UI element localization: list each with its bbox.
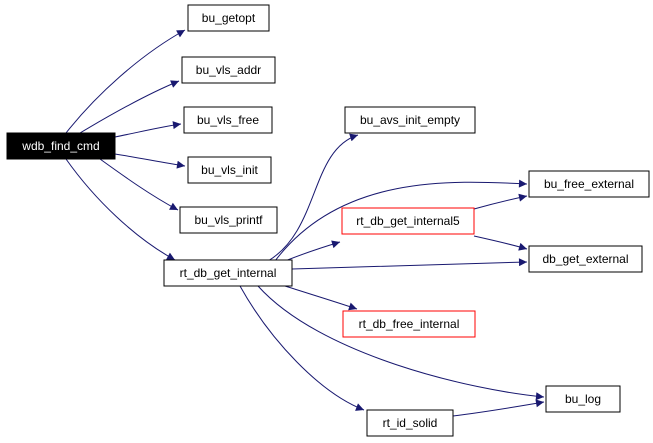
node-label-bu_free_external: bu_free_external (544, 177, 634, 191)
node-bu_free_external[interactable]: bu_free_external (528, 170, 650, 198)
node-label-bu_getopt: bu_getopt (202, 11, 256, 25)
node-label-bu_log: bu_log (565, 392, 601, 406)
node-label-bu_vls_free: bu_vls_free (197, 113, 259, 127)
node-label-bu_vls_printf: bu_vls_printf (194, 213, 263, 227)
node-wdb_find_cmd[interactable]: wdb_find_cmd (6, 132, 116, 160)
edge-rt_db_get_internal5-db_get_external (473, 235, 528, 251)
node-label-rt_id_solid: rt_id_solid (383, 416, 438, 430)
edges-layer (65, 29, 545, 417)
edge-wdb_find_cmd-bu_vls_init (114, 153, 186, 169)
edge-wdb_find_cmd-bu_vls_addr (79, 80, 180, 134)
node-rt_db_free_internal[interactable]: rt_db_free_internal (342, 310, 476, 338)
node-bu_getopt[interactable]: bu_getopt (187, 4, 270, 32)
edge-wdb_find_cmd-bu_getopt (65, 29, 186, 134)
nodes-layer: wdb_find_cmd bu_getopt bu_vls_addr bu_vl… (6, 4, 650, 437)
node-rt_id_solid[interactable]: rt_id_solid (366, 409, 454, 437)
edge-rt_db_get_internal-bu_avs_init_empty (267, 133, 359, 262)
node-bu_log[interactable]: bu_log (545, 385, 621, 413)
node-bu_avs_init_empty[interactable]: bu_avs_init_empty (344, 106, 476, 134)
edge-rt_db_get_internal-rt_db_free_internal (284, 285, 358, 311)
node-label-rt_db_get_internal: rt_db_get_internal (180, 266, 277, 280)
edge-rt_db_get_internal-rt_db_get_internal5 (284, 240, 341, 262)
node-label-rt_db_free_internal: rt_db_free_internal (359, 317, 460, 331)
node-label-bu_vls_init: bu_vls_init (201, 163, 258, 177)
edge-rt_id_solid-bu_log (452, 399, 545, 417)
node-label-bu_vls_addr: bu_vls_addr (196, 63, 261, 77)
edge-rt_db_get_internal-bu_log (257, 285, 545, 401)
edge-rt_db_get_internal-db_get_external (291, 258, 528, 270)
node-bu_vls_init[interactable]: bu_vls_init (187, 156, 272, 184)
node-label-rt_db_get_internal5: rt_db_get_internal5 (356, 214, 460, 228)
edge-rt_db_get_internal-bu_free_external (274, 179, 528, 262)
node-bu_vls_free[interactable]: bu_vls_free (183, 106, 273, 134)
node-label-db_get_external: db_get_external (542, 252, 628, 266)
edge-wdb_find_cmd-rt_db_get_internal (65, 158, 176, 261)
edge-rt_db_get_internal5-bu_free_external (473, 193, 528, 210)
node-bu_vls_addr[interactable]: bu_vls_addr (181, 56, 276, 84)
node-bu_vls_printf[interactable]: bu_vls_printf (179, 206, 278, 234)
edge-wdb_find_cmd-bu_vls_printf (99, 158, 179, 211)
edge-rt_db_get_internal-rt_id_solid (239, 285, 365, 411)
node-label-bu_avs_init_empty: bu_avs_init_empty (360, 113, 460, 127)
node-rt_db_get_internal[interactable]: rt_db_get_internal (163, 259, 293, 287)
node-label-wdb_find_cmd: wdb_find_cmd (21, 139, 99, 153)
edge-wdb_find_cmd-bu_vls_free (114, 121, 182, 138)
node-rt_db_get_internal5[interactable]: rt_db_get_internal5 (341, 207, 475, 235)
node-db_get_external[interactable]: db_get_external (528, 245, 643, 273)
